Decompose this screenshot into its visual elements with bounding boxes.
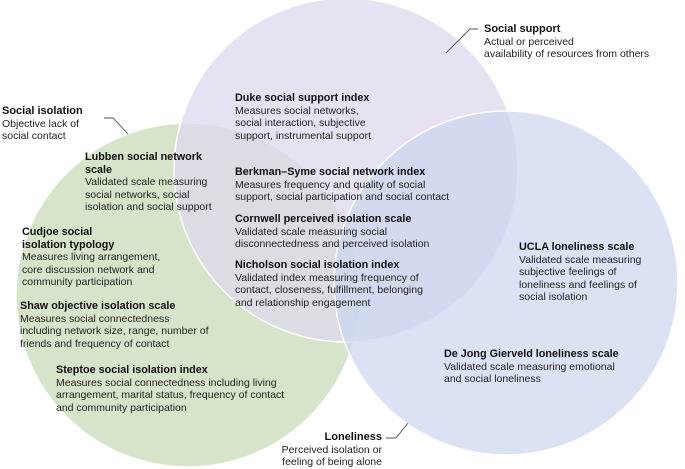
measure-title: Berkman–Syme social network index — [235, 166, 426, 178]
measure-desc: Measures social connectedness including … — [56, 376, 277, 389]
measure-desc: Measures living arrangement, — [22, 251, 161, 263]
measure-ucla-loneliness-scale: UCLA loneliness scale Validated scale me… — [519, 241, 641, 304]
measure-desc: social interaction, subjective — [235, 117, 366, 129]
measure-steptoe-social-isolation-index: Steptoe social isolation index Measures … — [56, 364, 284, 414]
measure-desc: support, instrumental support — [235, 129, 371, 142]
measure-desc: and community participation — [56, 401, 187, 414]
measure-cornwell-perceived-isolation-scale: Cornwell perceived isolation scale Valid… — [235, 213, 429, 251]
social-isolation-leader-line — [104, 117, 129, 135]
measure-title: De Jong Gierveld loneliness scale — [444, 348, 619, 360]
measure-duke-social-support-index: Duke social support index Measures socia… — [235, 92, 371, 142]
category-desc: availability of resources from others — [484, 48, 650, 60]
loneliness-leader-line — [386, 422, 409, 439]
measure-title: Shaw objective isolation scale — [20, 300, 176, 312]
category-loneliness: Loneliness Perceived isolation or feelin… — [250, 431, 382, 469]
measure-desc: social isolation — [519, 291, 588, 303]
measure-desc: Measures social connectedness — [20, 312, 170, 325]
measure-desc: loneliness and feelings of — [519, 278, 637, 291]
category-desc: Actual or perceived — [484, 35, 574, 48]
measure-de-jong-gierveld-loneliness-scale: De Jong Gierveld loneliness scale Valida… — [444, 348, 619, 386]
measure-title: Cudjoe social — [22, 226, 93, 238]
measure-desc: Measures social networks, — [235, 104, 359, 117]
measure-desc: and social loneliness — [444, 373, 541, 385]
category-title: Loneliness — [324, 431, 382, 443]
measure-desc: core discussion network and — [22, 263, 155, 276]
measure-desc: community participation — [22, 276, 133, 288]
category-title: Social support — [484, 23, 561, 35]
measure-desc: Validated scale measuring social — [235, 225, 388, 238]
measure-berkman-syme-social-network-index: Berkman–Syme social network index Measur… — [235, 166, 449, 204]
measure-cudjoe-social-isolation-typology: Cudjoe social isolation typology Measure… — [22, 226, 160, 289]
measure-title: Duke social support index — [235, 92, 370, 104]
measure-title: Nicholson social isolation index — [235, 259, 400, 271]
category-title: Social isolation — [2, 105, 83, 117]
measure-title: Steptoe social isolation index — [56, 364, 208, 376]
measure-desc: support, social participation and social… — [235, 191, 450, 203]
measure-shaw-objective-isolation-scale: Shaw objective isolation scale Measures … — [20, 300, 209, 350]
measure-title: Lubben social network — [85, 151, 202, 163]
measure-desc: including network size, range, number of — [20, 325, 209, 337]
measure-desc: disconnectedness and perceived isolation — [235, 238, 430, 250]
category-social-isolation: Social isolation Objective lack of socia… — [2, 105, 83, 143]
category-desc: Perceived isolation or — [281, 443, 382, 456]
measure-lubben-social-network-scale: Lubben social network scale Validated sc… — [85, 151, 212, 214]
category-desc: social contact — [2, 130, 66, 142]
measure-desc: Validated scale measuring — [519, 253, 642, 266]
measure-desc: subjective feelings of — [519, 266, 617, 278]
measure-desc: Validated index measuring frequency of — [235, 271, 419, 284]
category-social-support: Social support Actual or perceived avail… — [484, 23, 649, 61]
measure-desc: Validated scale measuring emotional — [444, 360, 615, 373]
measure-desc: isolation and social support — [85, 201, 212, 213]
measure-desc: arrangement, marital status, frequency o… — [56, 389, 285, 401]
measure-title: scale — [85, 163, 113, 176]
measure-title: UCLA loneliness scale — [519, 241, 635, 253]
measure-nicholson-social-isolation-index: Nicholson social isolation index Validat… — [235, 259, 423, 309]
measure-title: Cornwell perceived isolation scale — [235, 213, 412, 225]
measure-desc: Validated scale measuring — [85, 176, 208, 188]
measure-desc: Measures frequency and quality of social — [235, 178, 426, 191]
category-desc: Objective lack of — [2, 117, 80, 130]
measure-desc: social networks, social — [85, 188, 190, 201]
measure-title: isolation typology — [22, 238, 115, 251]
social-support-leader-line — [445, 28, 478, 54]
measure-desc: contact, closeness, fulfillment, belongi… — [235, 284, 423, 296]
measure-desc: friends and frequency of contact — [20, 337, 170, 350]
loneliness-circle — [333, 110, 679, 456]
measure-desc: and relationship engagement — [235, 296, 371, 309]
category-desc: feeling of being alone — [282, 456, 382, 468]
